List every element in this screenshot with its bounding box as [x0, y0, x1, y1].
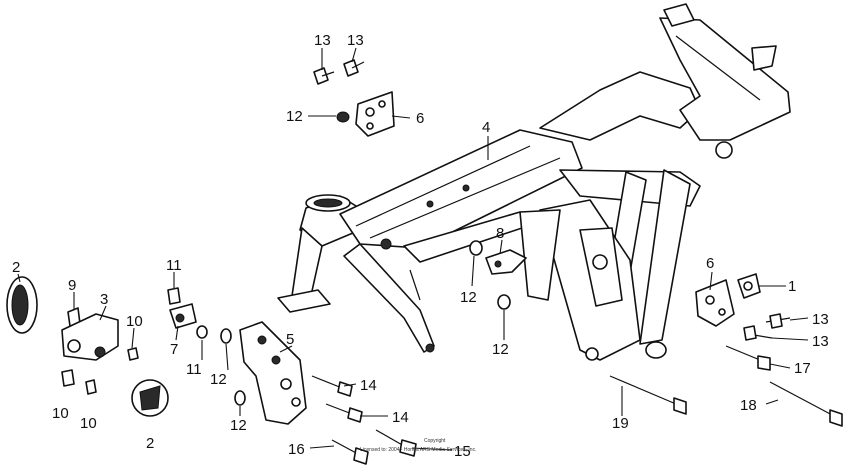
- bracket-8: [485, 249, 527, 275]
- callout-10: 10: [80, 415, 97, 432]
- plate-6-right: [695, 279, 735, 327]
- bolt-13-right-a: [765, 313, 791, 329]
- callout-labels: 13 13 12 6 4 2 9 3 10 11 7 11 12 5 10 10…: [12, 32, 829, 460]
- callout-11: 11: [186, 361, 202, 378]
- bolt-14-b: [325, 403, 363, 423]
- callout-15: 15: [454, 443, 471, 460]
- bolt-18: [769, 381, 843, 427]
- bolt-13-top-left: [313, 67, 335, 85]
- reflector-2-lower: [131, 379, 169, 417]
- bolt-19: [609, 375, 687, 415]
- nut-11-lower: [196, 325, 208, 339]
- bolt-15: [375, 429, 417, 457]
- copyright-line1: Copyright: [424, 438, 446, 444]
- nut-12-c: [469, 240, 483, 256]
- callout-3: 3: [100, 291, 108, 308]
- nut-12-d: [497, 294, 511, 310]
- callout-14: 14: [392, 409, 409, 426]
- callout-13: 13: [812, 311, 829, 328]
- callout-13: 13: [812, 333, 829, 350]
- callout-4: 4: [482, 119, 490, 136]
- callout-2: 2: [12, 259, 20, 276]
- clamp-7: [169, 303, 197, 329]
- nut-12-top: [336, 111, 350, 123]
- callout-13: 13: [314, 32, 331, 49]
- reflector-2-left: [6, 276, 38, 334]
- callout-12: 12: [286, 108, 303, 125]
- copyright-line2: Licensed to: 2004 - Honda ARS Media Serv…: [360, 447, 476, 453]
- callout-9: 9: [68, 277, 76, 294]
- bracket-3: [61, 313, 119, 361]
- callout-7: 7: [170, 341, 178, 358]
- callout-2: 2: [146, 435, 154, 452]
- callout-6: 6: [416, 110, 424, 127]
- plate-6-top: [355, 91, 395, 137]
- callout-5: 5: [286, 331, 294, 348]
- main-frame-part-4: [277, 3, 791, 361]
- nut-12-b: [234, 390, 246, 406]
- callout-12: 12: [492, 341, 509, 358]
- callout-19: 19: [612, 415, 629, 432]
- nut-10-c: [85, 379, 97, 395]
- callout-12: 12: [230, 417, 247, 434]
- callout-13: 13: [347, 32, 364, 49]
- bolt-13-top-right: [343, 59, 365, 77]
- callout-17: 17: [794, 360, 811, 377]
- clip-1: [737, 273, 761, 299]
- nut-10-a: [127, 347, 139, 361]
- callout-12: 12: [460, 289, 477, 306]
- callout-14: 14: [360, 377, 377, 394]
- bracket-5: [239, 321, 307, 425]
- nut-11-upper: [167, 287, 181, 305]
- callout-16: 16: [288, 441, 305, 458]
- callout-6: 6: [706, 255, 714, 272]
- callout-11: 11: [166, 257, 182, 274]
- callout-8: 8: [496, 225, 504, 242]
- callout-1: 1: [788, 278, 796, 295]
- nut-12-a: [220, 328, 232, 344]
- bolt-16: [331, 439, 369, 465]
- callout-18: 18: [740, 397, 757, 414]
- nut-10-b: [61, 369, 75, 387]
- callout-10: 10: [52, 405, 69, 422]
- copyright-notice: Copyright Licensed to: 2004 - Honda ARS …: [360, 438, 476, 453]
- bolt-13-right-b: [743, 325, 773, 341]
- callout-10: 10: [126, 313, 143, 330]
- callout-12: 12: [210, 371, 227, 388]
- bolt-17: [725, 345, 771, 371]
- leader-lines: [17, 47, 809, 451]
